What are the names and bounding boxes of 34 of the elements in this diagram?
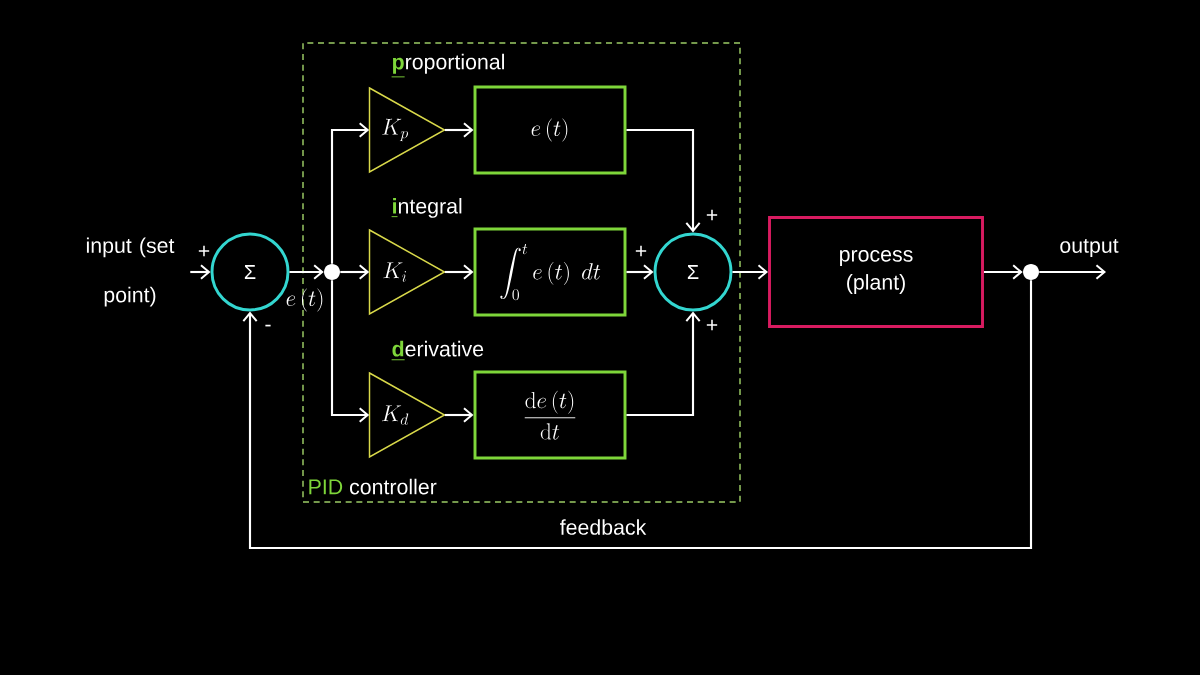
row-heading: feedback	[560, 519, 647, 535]
arrow	[444, 122, 474, 138]
arrow	[626, 128, 701, 233]
arrow	[1039, 264, 1106, 280]
edge-label: $e\left(t\right)$	[286, 288, 323, 312]
function-block: $e\left(t\right)$	[473, 85, 627, 175]
junction-dot	[324, 264, 340, 280]
edge-label: +	[706, 209, 718, 221]
arrow	[190, 264, 211, 280]
input-label: input (set point)	[86, 237, 175, 307]
arrow	[242, 280, 1033, 550]
function-block: $\int_0^t e\left(t\right)\ dt$	[473, 227, 627, 317]
arrow	[732, 264, 769, 280]
edge-label: +	[198, 245, 210, 257]
edge-label: -	[265, 324, 271, 327]
arrow	[626, 264, 654, 280]
edge-label: +	[635, 245, 647, 257]
row-heading: integral	[391, 198, 462, 218]
row-heading: derivative	[391, 340, 484, 361]
process-box: process (plant)	[768, 216, 984, 328]
arrow	[984, 264, 1023, 280]
edge-label: +	[706, 319, 718, 331]
arrow	[340, 264, 370, 280]
arrow	[444, 407, 474, 423]
arrow	[289, 264, 324, 280]
junction-dot	[1023, 264, 1039, 280]
arrow	[330, 280, 370, 423]
summing-junction: Σ	[653, 232, 733, 312]
arrow	[626, 311, 701, 417]
edge-label: output	[1060, 238, 1119, 258]
arrow	[330, 122, 370, 264]
function-block: $\frac{\mathrm{d}e\left(t\right)}{\mathrm{d}t}$	[473, 370, 627, 460]
row-heading: proportional	[391, 53, 504, 78]
arrow	[444, 264, 474, 280]
